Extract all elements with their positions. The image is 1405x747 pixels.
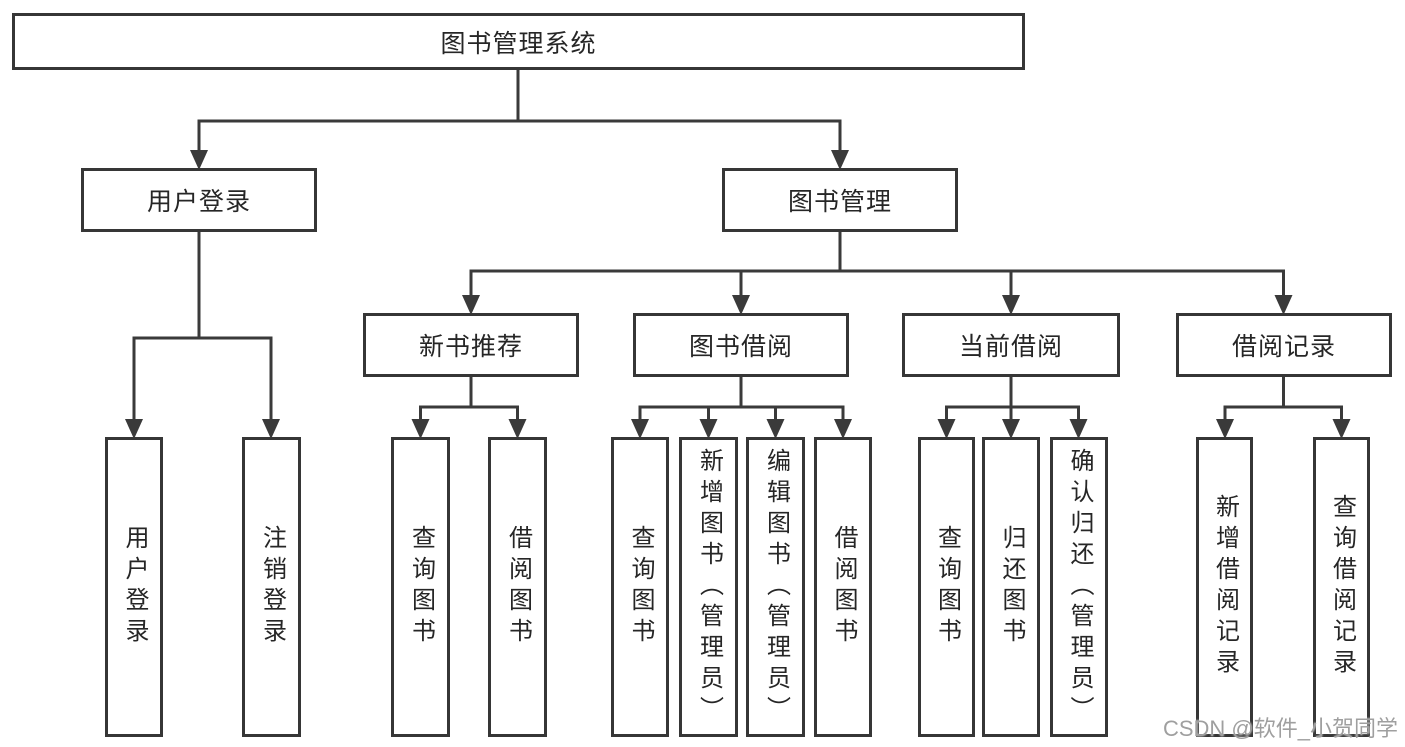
node-add-books-admin: 新增图书（管理员）: [679, 437, 738, 737]
node-label: 注销登录: [258, 525, 286, 649]
node-label: 编辑图书（管理员）: [762, 447, 790, 727]
node-label: 查询图书: [627, 525, 654, 649]
node-label: 借阅图书: [504, 525, 532, 649]
node-borrowing-records: 借阅记录: [1176, 313, 1392, 377]
node-label: 新增图书（管理员）: [695, 447, 723, 727]
node-borrow-books-recommend: 借阅图书: [488, 437, 547, 737]
node-query-books-borrow: 查询图书: [611, 437, 669, 737]
node-book-borrowing: 图书借阅: [633, 313, 849, 377]
node-label: 当前借阅: [958, 333, 1063, 361]
node-label: 查询图书: [933, 525, 961, 649]
node-label: 确认归还（管理员）: [1066, 447, 1093, 727]
node-query-books-recommend: 查询图书: [391, 437, 450, 737]
node-query-books-current: 查询图书: [918, 437, 975, 737]
node-label: 用户登录: [146, 188, 251, 216]
node-label: 图书管理: [787, 188, 892, 216]
node-logout: 注销登录: [242, 437, 301, 737]
node-add-borrow-record: 新增借阅记录: [1196, 437, 1253, 737]
node-label: 新增借阅记录: [1211, 494, 1239, 680]
node-edit-books-admin: 编辑图书（管理员）: [746, 437, 805, 737]
node-label: 新书推荐: [418, 333, 523, 361]
node-label: 借阅图书: [830, 525, 857, 649]
node-query-borrow-record: 查询借阅记录: [1313, 437, 1370, 737]
node-user-login-group: 用户登录: [81, 168, 317, 232]
node-return-books: 归还图书: [982, 437, 1040, 737]
node-label: 查询图书: [407, 525, 435, 649]
node-label: 查询借阅记录: [1328, 494, 1356, 680]
node-confirm-return-admin: 确认归还（管理员）: [1050, 437, 1108, 737]
node-book-management: 图书管理: [722, 168, 958, 232]
node-borrow-books: 借阅图书: [814, 437, 872, 737]
node-label: 借阅记录: [1231, 333, 1336, 361]
node-label: 归还图书: [998, 525, 1025, 649]
node-label: 图书管理系统: [440, 29, 597, 58]
node-library-management-system: 图书管理系统: [12, 13, 1025, 70]
node-label: 用户登录: [121, 525, 148, 649]
node-label: 图书借阅: [688, 333, 793, 361]
watermark: CSDN @软件_小贺同学: [1162, 716, 1398, 741]
node-new-book-recommend: 新书推荐: [363, 313, 579, 377]
node-current-borrowing: 当前借阅: [902, 313, 1120, 377]
node-user-login: 用户登录: [105, 437, 163, 737]
